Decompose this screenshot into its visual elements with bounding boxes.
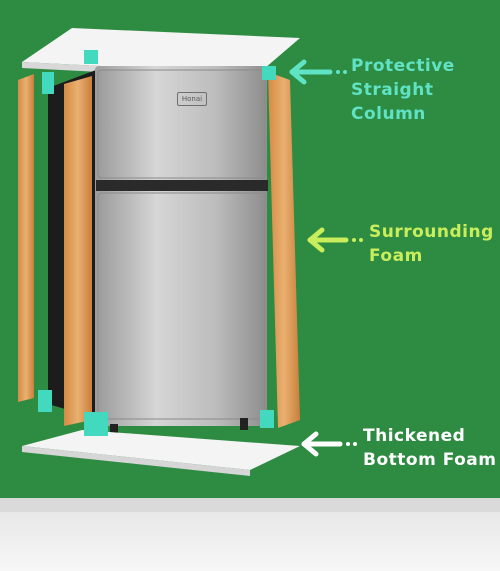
callout-line: Thickened — [363, 426, 466, 446]
arrow-protective-column — [289, 59, 347, 85]
left-rear-foam — [18, 74, 34, 402]
arrow-bottom-foam — [301, 431, 357, 457]
callout-surrounding-foam: Surrounding Foam — [369, 220, 494, 268]
callout-line: Surrounding — [369, 222, 494, 242]
callout-line: Straight — [351, 80, 434, 100]
freezer-door — [97, 69, 266, 179]
fridge-door — [97, 192, 266, 420]
fridge-foot-left — [110, 424, 118, 436]
callout-line: Column — [351, 104, 426, 124]
fridge-foot-right — [240, 418, 248, 430]
left-front-foam — [64, 76, 92, 426]
right-foam — [268, 72, 300, 428]
bottom-foam-board-edge — [22, 446, 250, 476]
bottom-foam-board — [22, 430, 300, 470]
callout-protective-column: Protective Straight Column — [351, 54, 455, 126]
callout-bottom-foam: Thickened Bottom Foam — [363, 424, 497, 472]
floor-shadow — [0, 498, 500, 512]
corner-protector-bottom-left — [84, 412, 108, 436]
callout-line: Bottom Foam — [363, 450, 497, 470]
corner-protector-top-left-rear — [42, 72, 54, 94]
brand-logo: Honai — [177, 92, 207, 106]
callout-line: Protective — [351, 56, 455, 76]
arrow-surrounding-foam — [307, 227, 363, 253]
corner-protector-bottom-left-rear — [38, 390, 52, 412]
callout-line: Foam — [369, 246, 423, 266]
door-divider-handle — [96, 180, 268, 191]
corner-protector-top-right — [262, 66, 276, 80]
corner-protector-top-left — [84, 50, 98, 64]
corner-protector-bottom-right — [260, 410, 274, 428]
